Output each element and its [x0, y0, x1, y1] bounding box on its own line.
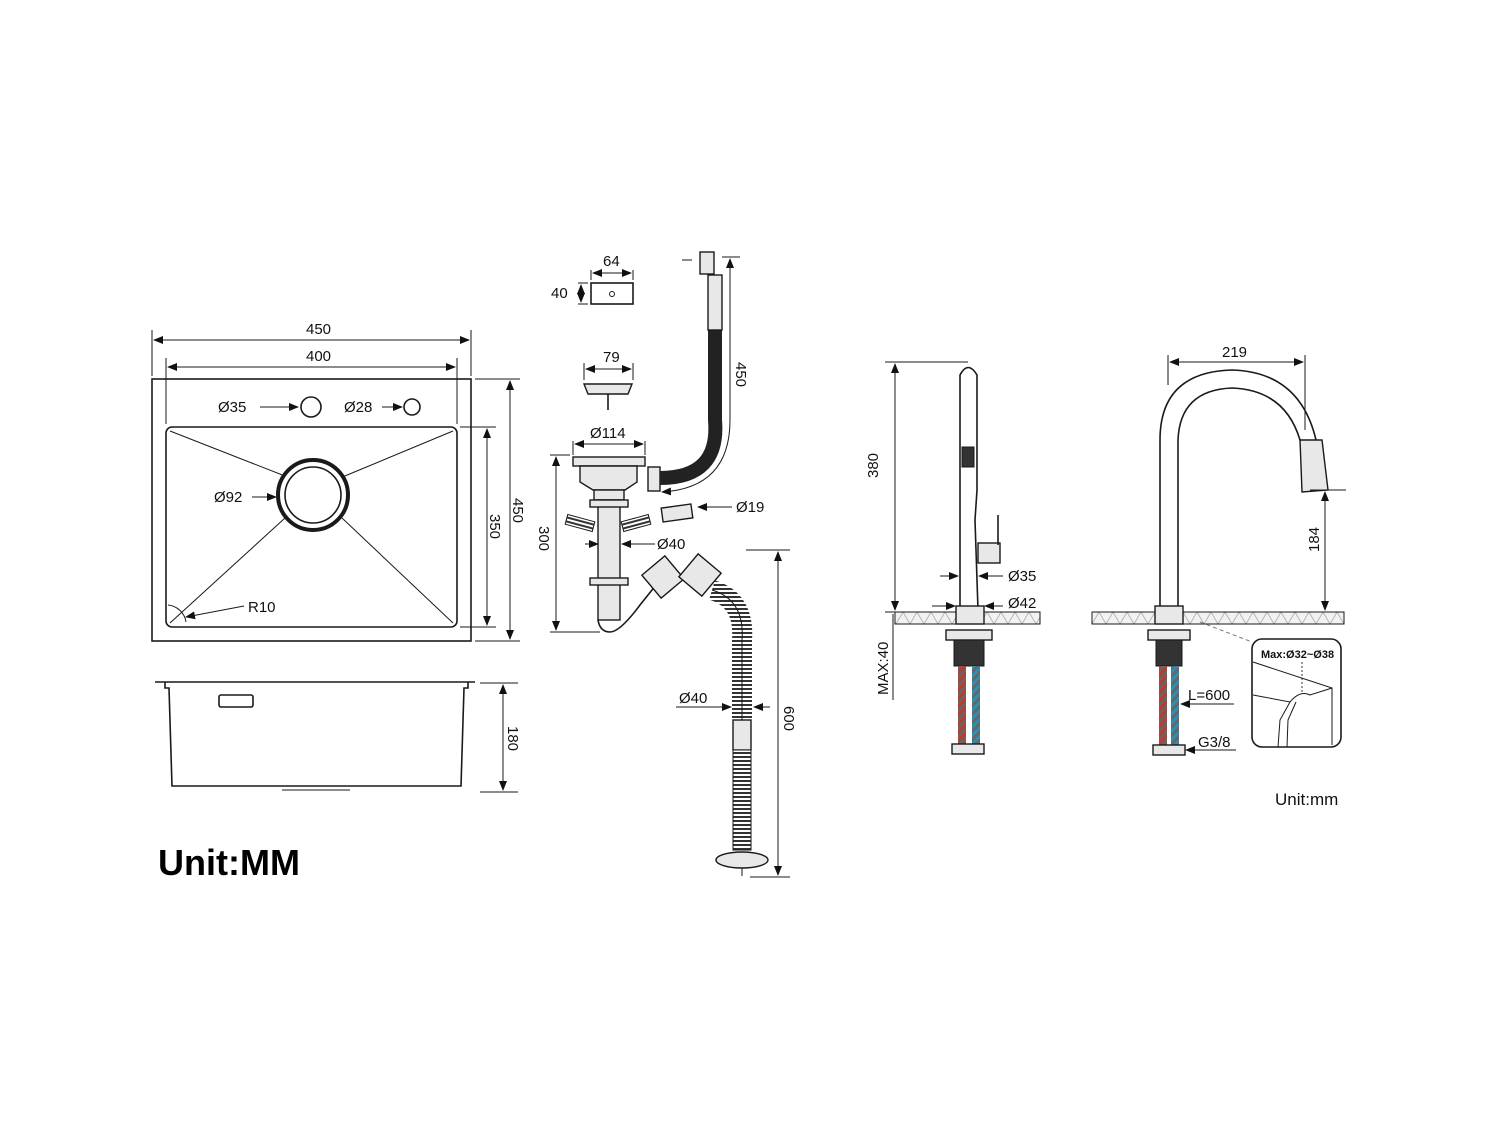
dim-spout-height: 184	[1306, 527, 1323, 552]
dim-strainer: Ø114	[590, 425, 626, 442]
drain-kit: 64 40 79 Ø114 450 Ø19 300 Ø40 600 Ø	[535, 251, 797, 878]
soap-hole	[403, 398, 421, 416]
sink-side-view: 180	[155, 681, 521, 793]
label-corner-radius: R10	[248, 599, 276, 616]
faucet-side-view: 380 Ø35 Ø42 MAX:40	[865, 361, 1041, 755]
dim-reach: 219	[1222, 344, 1247, 361]
dim-height-outer: 450	[509, 498, 526, 523]
dim-pipe-diameter: Ø40	[657, 536, 685, 553]
dim-height-inner: 350	[486, 514, 503, 539]
hole-detail-callout: Max:Ø32~Ø38	[1251, 638, 1342, 748]
label-soap-hole: Ø28	[344, 399, 372, 416]
label-drain: Ø92	[214, 489, 242, 506]
sink-top-view: 450 400 450 350 Ø35 Ø28 Ø92 R10	[151, 321, 526, 642]
dim-hose-connector: Ø19	[736, 499, 764, 516]
label-hole-size: Max:Ø32~Ø38	[1261, 649, 1334, 661]
label-thread: G3/8	[1198, 734, 1231, 751]
dim-faucet-height: 380	[865, 453, 882, 478]
tap-hole	[300, 396, 322, 418]
label-tap-hole: Ø35	[218, 399, 246, 416]
dim-body-diameter: Ø35	[1008, 568, 1036, 585]
dim-outlet-hose: 600	[780, 706, 797, 731]
faucet-front-view: 219 184 L=600 G3/8 Max:Ø32~Ø38	[1091, 344, 1346, 756]
drain-hole	[276, 458, 350, 532]
dim-outlet-diameter: Ø40	[679, 690, 707, 707]
dim-base-diameter: Ø42	[1008, 595, 1036, 612]
dim-drain-height: 300	[535, 526, 552, 551]
dim-width-outer: 450	[306, 321, 331, 338]
dim-basket: 79	[603, 349, 620, 366]
dim-max-thickness: MAX:40	[875, 642, 892, 695]
dim-width-inner: 400	[306, 348, 331, 365]
sink-unit-label: Unit:MM	[158, 842, 300, 883]
dim-overflow-height: 40	[551, 285, 568, 302]
dim-overflow-hose: 450	[732, 362, 749, 387]
faucet-unit-label: Unit:mm	[1275, 790, 1338, 809]
label-hose-length: L=600	[1188, 687, 1230, 704]
dim-overflow-width: 64	[603, 253, 620, 270]
dim-depth: 180	[504, 726, 521, 751]
